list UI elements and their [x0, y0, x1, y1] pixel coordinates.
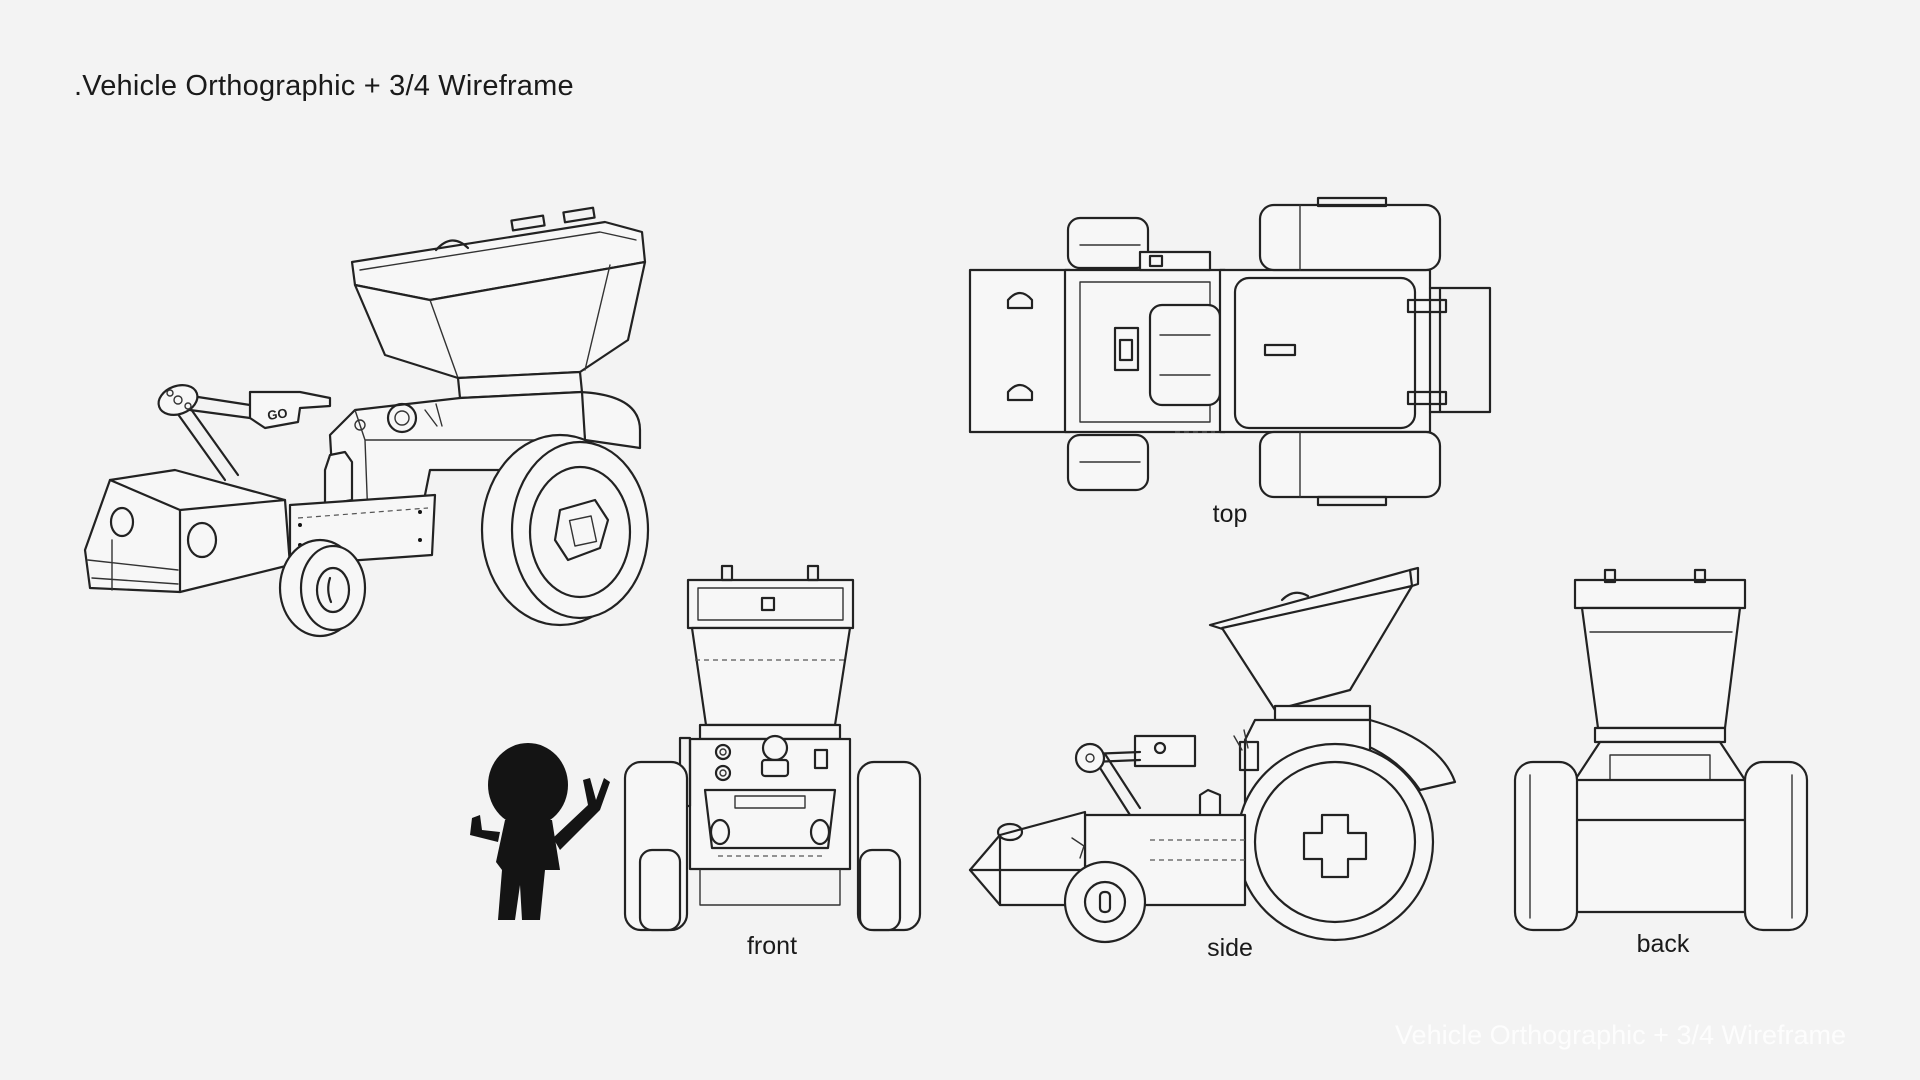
watermark: Vehicle Orthographic + 3/4 Wireframe [1395, 1020, 1846, 1050]
top-view-label: top [1212, 500, 1248, 528]
vehicle-top-view [968, 196, 1492, 507]
steering-hand-label: GO [266, 405, 288, 423]
vehicle-side-view [968, 566, 1457, 944]
front-view-label: front [746, 932, 798, 960]
vehicle-three-quarter-view: GO [83, 206, 650, 638]
page-title: .Vehicle Orthographic + 3/4 Wireframe [74, 70, 574, 102]
character-silhouette [470, 743, 610, 920]
back-view-label: back [1636, 930, 1690, 958]
vehicle-back-view [1513, 568, 1809, 932]
side-view-label: side [1207, 934, 1253, 962]
vehicle-front-view [623, 564, 922, 932]
